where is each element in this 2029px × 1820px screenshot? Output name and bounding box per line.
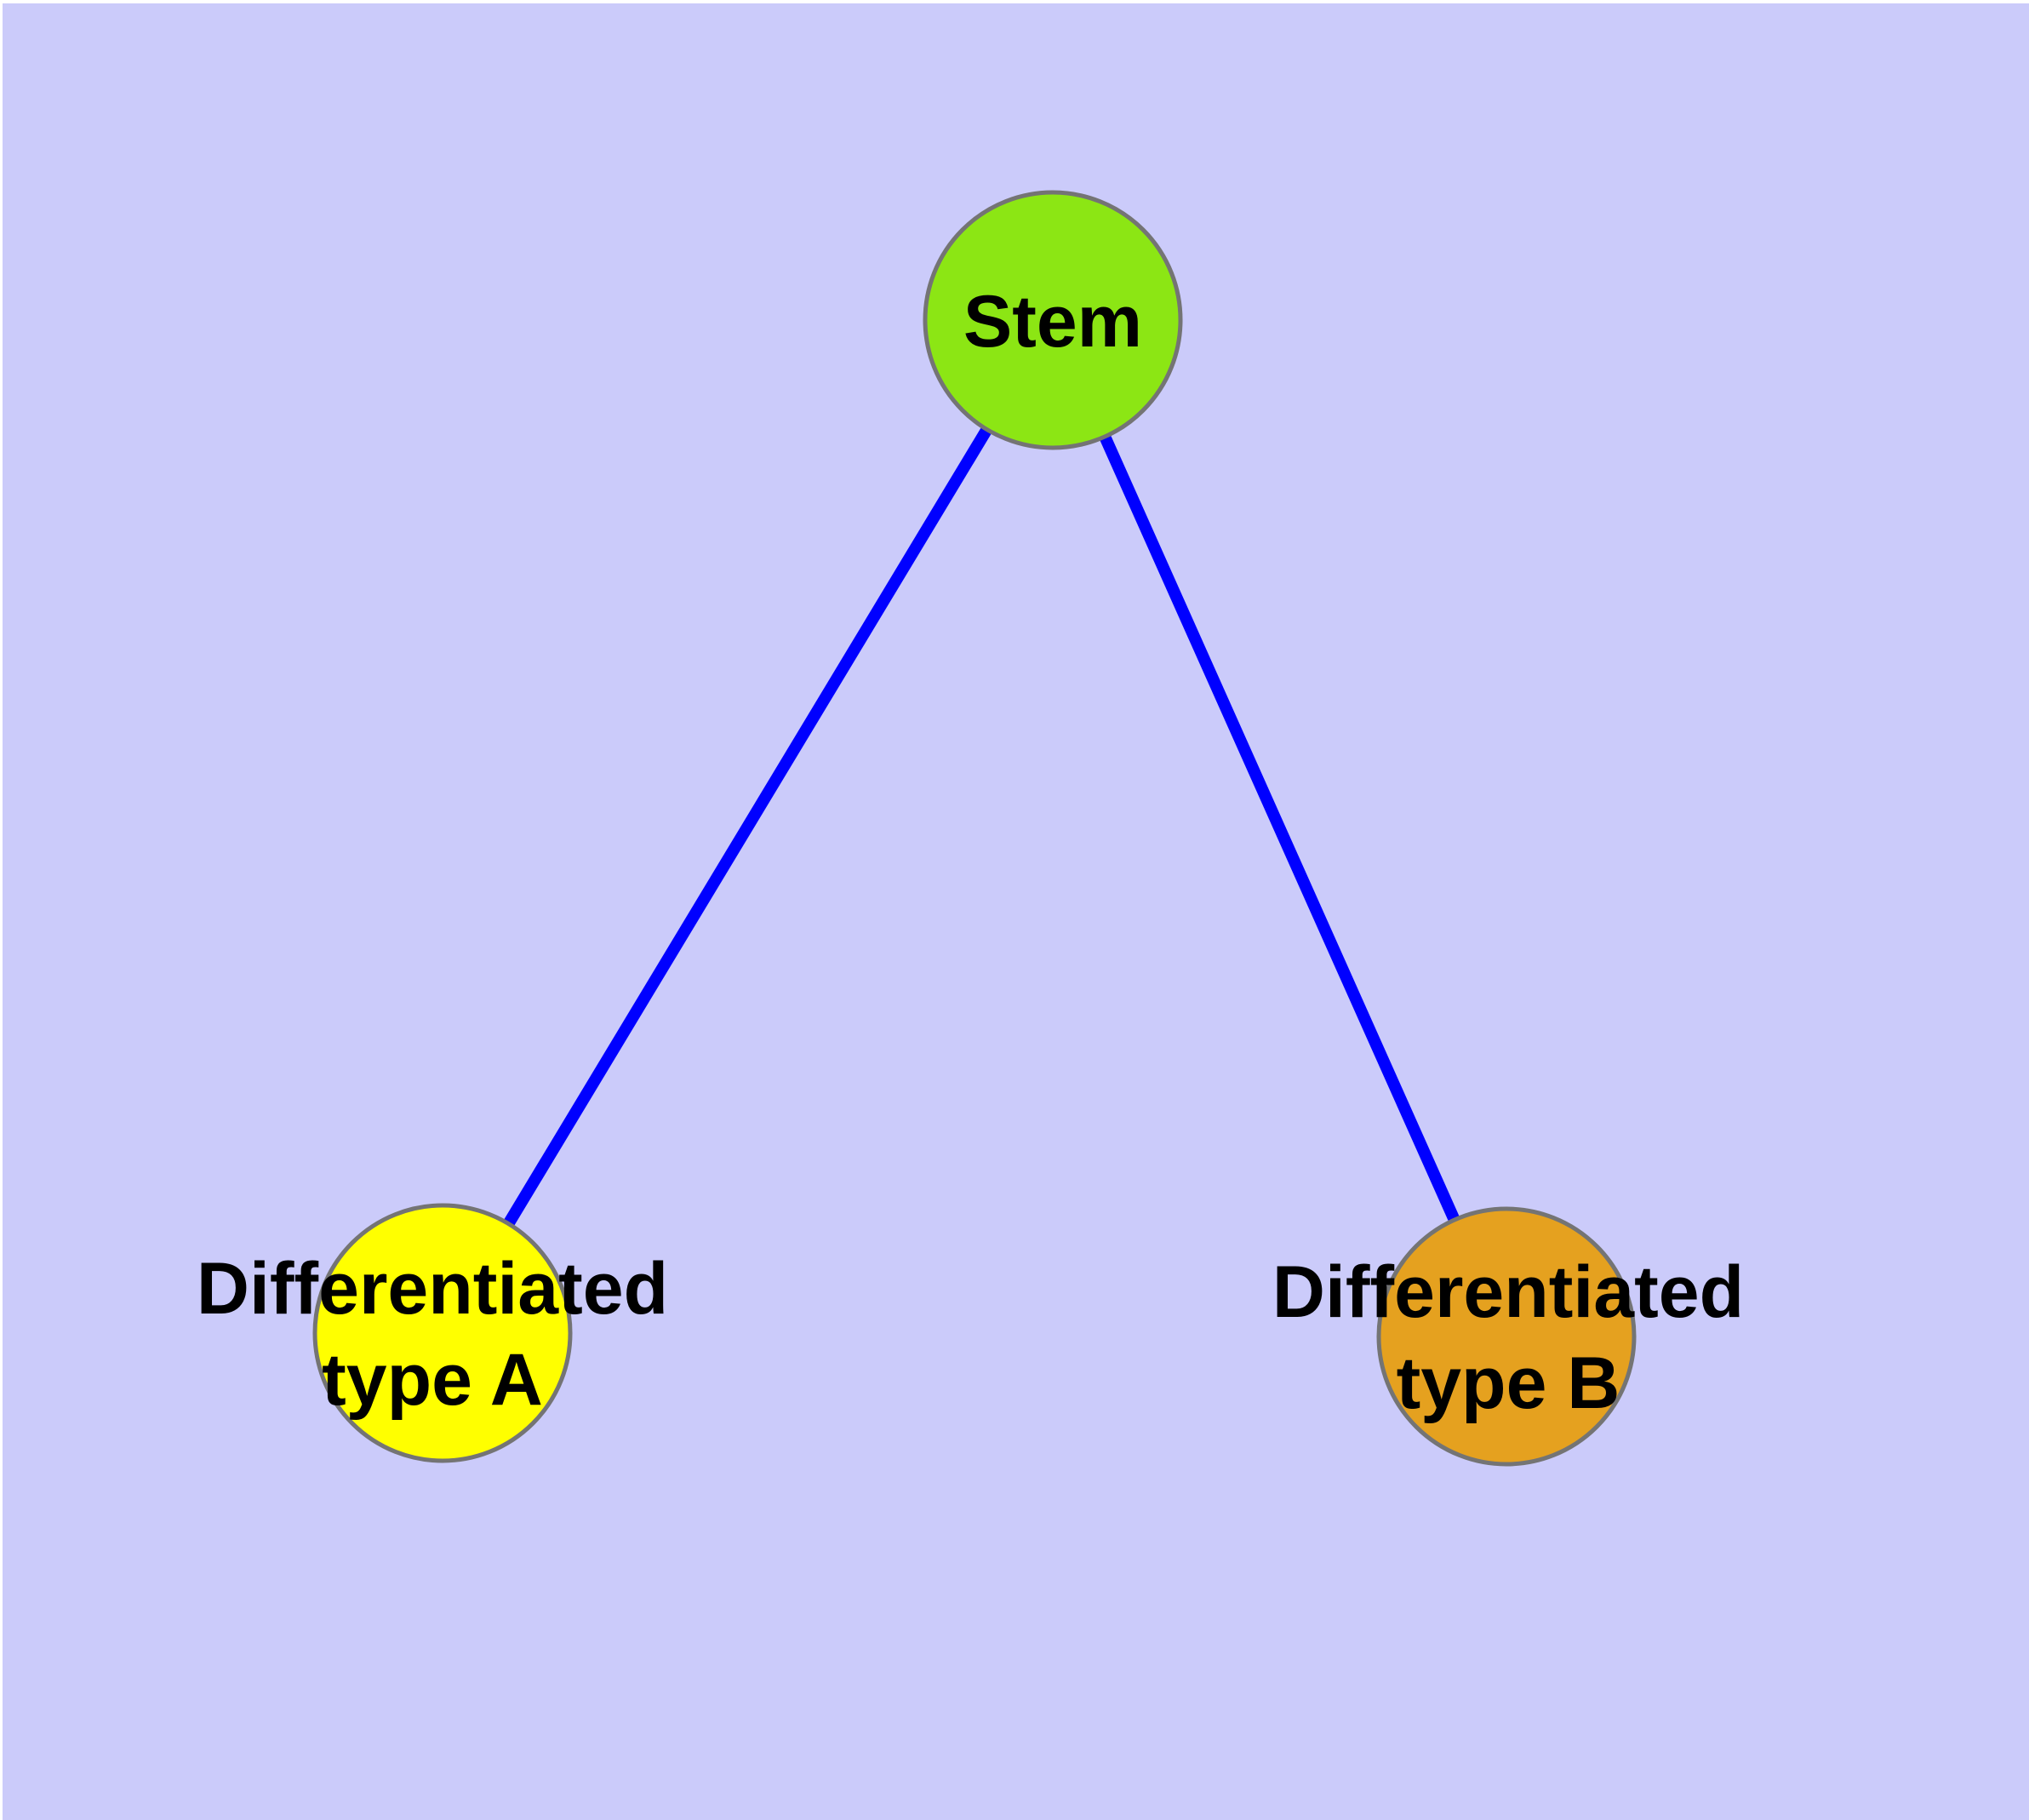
edge-stem-to-type-b (1047, 318, 1512, 1339)
node-type-a-label-line2: type A (322, 1339, 543, 1421)
node-type-b-circle (1376, 1206, 1637, 1467)
edge-stem-to-type-a (437, 317, 1058, 1336)
node-stem-circle (923, 190, 1183, 450)
node-stem-label: Stem (963, 281, 1142, 363)
node-type-a-circle (312, 1203, 573, 1463)
node-type-b-label-line2: type B (1397, 1342, 1620, 1424)
node-type-b-label-line1: Differentiated (1272, 1251, 1744, 1333)
node-type-a-label-line1: Differentiated (197, 1248, 668, 1330)
